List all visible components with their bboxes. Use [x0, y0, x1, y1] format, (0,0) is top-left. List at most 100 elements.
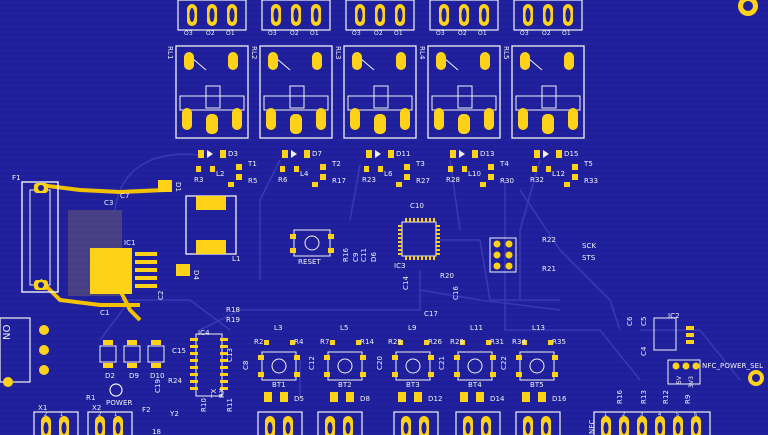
label-c11: C11 — [360, 247, 368, 262]
cap-label: C22 — [500, 355, 508, 370]
label-no: NO — [2, 324, 13, 340]
terminal-label-o2: O2 — [458, 30, 467, 37]
relay-ref-label: RL2 — [250, 46, 258, 60]
led-label: D8 — [360, 395, 371, 403]
ic2-chip — [653, 317, 694, 351]
label-d4: D4 — [192, 270, 200, 281]
label-r9: R9 — [684, 394, 692, 404]
cap-label: C21 — [438, 355, 446, 370]
resistor-label: R23 — [362, 176, 377, 184]
relay-rl5 — [511, 0, 585, 187]
cap-label: C20 — [376, 355, 384, 370]
connector-no — [0, 317, 49, 387]
transistor-label: T4 — [500, 160, 509, 168]
label-d10: D10 — [150, 372, 165, 380]
resistor-label: R34 — [512, 338, 527, 346]
label-r16b: R16 — [616, 389, 624, 404]
resistor-label: R26 — [428, 338, 443, 346]
inductor-label: L9 — [408, 324, 417, 332]
terminal-label-o3: O3 — [352, 30, 361, 37]
inductor-l1 — [185, 195, 237, 255]
resistor-label: R30 — [500, 177, 515, 185]
resistor-label: R32 — [530, 176, 545, 184]
terminal-label-o1: O1 — [394, 30, 403, 37]
led-label: D12 — [428, 395, 443, 403]
connector-x1 — [33, 411, 79, 435]
inductor-label: L2 — [216, 170, 225, 178]
resistor-label: R25 — [388, 338, 403, 346]
label-ic3: IC3 — [394, 262, 406, 270]
diode-label: D7 — [312, 150, 323, 158]
relay-ref-label: RL1 — [166, 46, 174, 60]
terminal-label-o1: O1 — [562, 30, 571, 37]
led-label: D16 — [552, 395, 567, 403]
inductor-label: L11 — [470, 324, 484, 332]
label-f2: F2 — [142, 406, 151, 414]
resistor-label: R35 — [552, 338, 567, 346]
inductor-label: L6 — [384, 170, 393, 178]
label-r21: R21 — [542, 265, 557, 273]
label-reset: RESET — [298, 258, 321, 266]
terminal-label-o1: O1 — [310, 30, 319, 37]
bottom-connectors — [33, 411, 711, 435]
pin-number: 4 — [658, 412, 662, 418]
power-led-ring — [109, 383, 123, 397]
diode-d1-pad — [158, 180, 172, 192]
label-r1: R1 — [86, 394, 96, 402]
label-sck: SCK — [582, 242, 597, 250]
label-ic2: IC2 — [668, 312, 680, 320]
connector-bt2-out — [317, 411, 363, 435]
regulator-ic1 — [68, 210, 157, 296]
label-r24: R24 — [168, 377, 183, 385]
label-c7: C7 — [120, 192, 130, 200]
label-c14: C14 — [402, 275, 410, 290]
relay-ref-label: RL5 — [502, 46, 510, 60]
label-c15: C15 — [172, 347, 187, 355]
relay-rl1 — [175, 0, 249, 187]
pushbutton-bt2 — [324, 340, 366, 402]
relay-rl4 — [427, 0, 501, 187]
resistor-label: R29 — [450, 338, 465, 346]
reset-switch — [290, 229, 334, 257]
connector-bt1-out — [257, 411, 303, 435]
terminal-label-o3: O3 — [436, 30, 445, 37]
label-18: 18 — [152, 428, 162, 435]
label-c10: C10 — [410, 202, 425, 210]
label-3v3: 3V3 — [688, 375, 695, 388]
terminal-label-o1: O1 — [478, 30, 487, 37]
pushbutton-bt4 — [454, 340, 496, 402]
label-c4: C4 — [640, 346, 648, 356]
label-r12: R12 — [662, 389, 670, 404]
pin-number: 5 — [676, 412, 680, 418]
diode-label: D11 — [396, 150, 411, 158]
label-ic4: IC4 — [198, 329, 210, 337]
label-r19: R19 — [226, 316, 241, 324]
led-label: D5 — [294, 395, 305, 403]
label-r10: R10 — [200, 397, 208, 412]
relay-block — [175, 0, 585, 187]
cap-label: C12 — [308, 355, 316, 370]
resistor-label: R27 — [416, 177, 431, 185]
diode-label: D15 — [564, 150, 579, 158]
header-sck-sts — [489, 237, 517, 273]
pin-number: 2 — [98, 412, 102, 418]
connector-bt3-out — [393, 411, 439, 435]
label-5v: 5V — [676, 375, 683, 384]
nfc-power-sel-jumper — [667, 359, 701, 385]
diode-d4-pad — [176, 264, 190, 276]
fuse-f1 — [21, 181, 59, 293]
resistor-label: R7 — [320, 338, 330, 346]
pin-number: 1 — [60, 412, 64, 418]
pushbutton-bt1 — [258, 340, 300, 402]
connector-bt5-out — [515, 411, 561, 435]
power-leds — [99, 340, 165, 368]
label-r22: R22 — [542, 236, 557, 244]
pin-number: 2 — [44, 412, 48, 418]
label-ic1: IC1 — [124, 239, 136, 247]
label-l1: L1 — [232, 255, 241, 263]
pushbutton-bt5 — [516, 340, 558, 402]
resistor-label: R2 — [254, 338, 264, 346]
label-sts: STS — [582, 254, 596, 262]
